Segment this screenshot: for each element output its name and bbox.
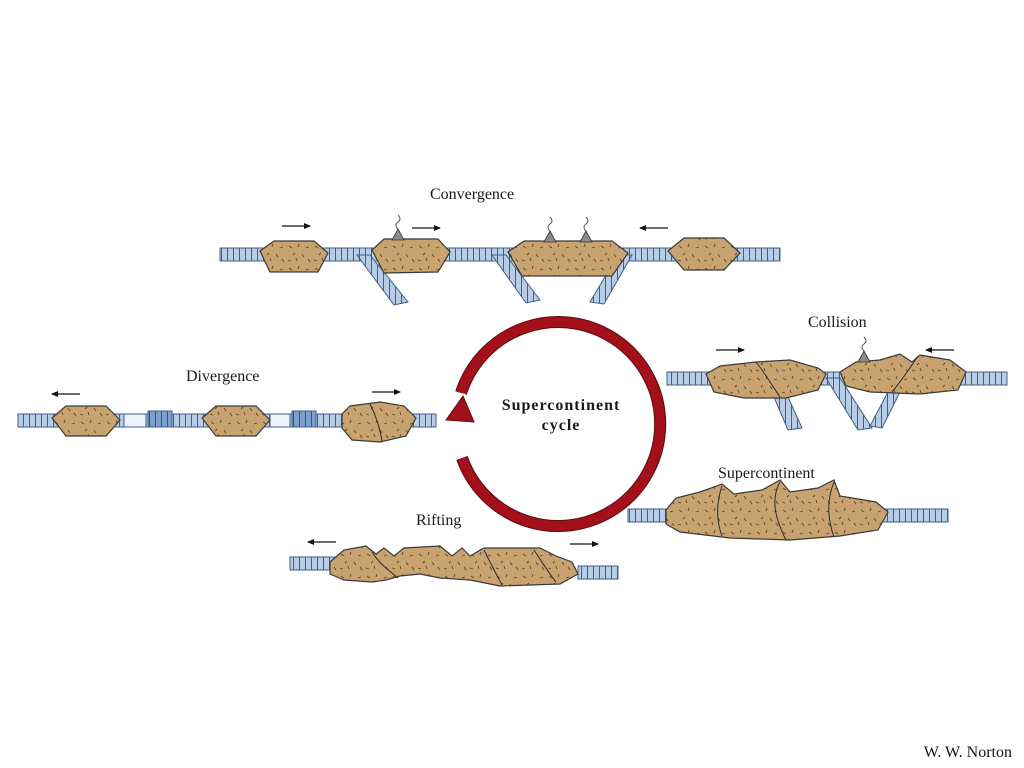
suture-line <box>371 551 399 579</box>
continent <box>329 545 579 587</box>
continent <box>341 401 417 443</box>
continent <box>371 238 451 274</box>
spreading-ridge <box>291 410 317 428</box>
subducting-slab <box>491 254 541 304</box>
stage-label-supercontinent: Supercontinent <box>718 465 815 482</box>
continent <box>259 240 329 273</box>
oceanic-plate <box>289 556 336 571</box>
continent <box>705 359 827 399</box>
suture-line <box>755 361 781 398</box>
cycle-title: Supercontinent cycle <box>466 396 656 436</box>
supercontinent-panel <box>627 479 949 541</box>
spreading-ridge <box>147 410 173 428</box>
rifting-panel <box>289 539 619 587</box>
suture-line <box>533 549 557 583</box>
cycle-title-line1: Supercontinent <box>501 397 621 414</box>
continent <box>507 240 629 277</box>
cycle-arrow-icon <box>445 316 667 533</box>
subducting-slab <box>869 391 901 429</box>
subducting-slab <box>356 254 409 306</box>
continent <box>839 353 967 395</box>
suture-line <box>774 481 787 541</box>
suture-line <box>483 549 503 586</box>
suture-line <box>891 355 919 393</box>
continent <box>667 237 741 271</box>
spreading-gap <box>269 413 291 428</box>
volcano-icon <box>391 214 405 241</box>
divergence-panel <box>17 389 437 443</box>
suture-line <box>717 485 723 537</box>
subducting-slab <box>825 377 873 431</box>
suture-line <box>828 481 835 538</box>
continent <box>201 405 271 437</box>
continent <box>665 479 889 541</box>
stage-label-collision: Collision <box>808 314 867 331</box>
volcano-icon <box>543 216 557 243</box>
oceanic-plate <box>577 565 619 580</box>
publisher-credit: W. W. Norton <box>923 744 1012 761</box>
stage-label-divergence: Divergence <box>186 368 260 385</box>
collision-panel <box>666 336 1008 431</box>
suture-line <box>369 403 383 442</box>
stage-label-rifting: Rifting <box>416 512 462 529</box>
continent <box>51 405 121 437</box>
spreading-gap <box>123 413 147 428</box>
volcano-icon <box>857 336 871 363</box>
convergence-panel <box>219 214 781 306</box>
stage-label-convergence: Convergence <box>430 186 515 203</box>
volcano-icon <box>579 216 593 243</box>
cycle-title-line2: cycle <box>541 417 581 434</box>
